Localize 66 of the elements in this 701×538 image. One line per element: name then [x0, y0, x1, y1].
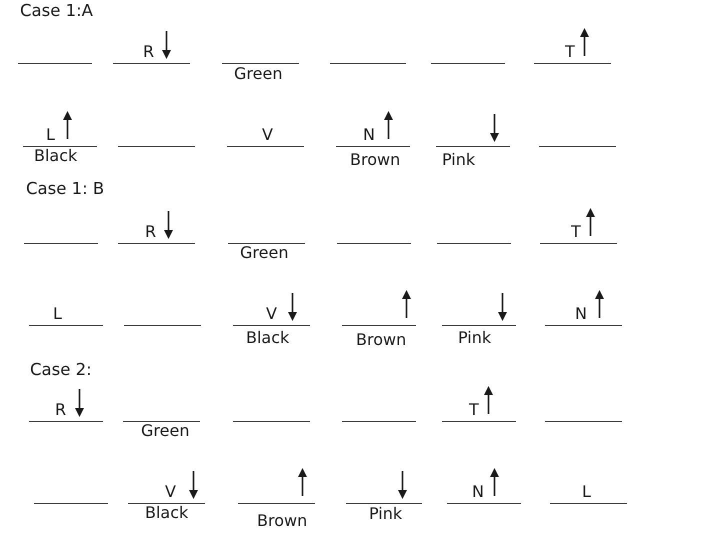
seat-line — [330, 63, 406, 64]
seat-line — [346, 471, 422, 504]
letter-label: N — [472, 483, 484, 501]
seat-line — [534, 28, 611, 64]
seat-line — [34, 503, 108, 504]
letter-label: L — [53, 305, 62, 323]
seat-line — [18, 63, 92, 64]
letter-label: R — [143, 43, 154, 61]
seat-line — [227, 126, 304, 147]
letter-label: T — [565, 43, 575, 61]
letter-label: R — [145, 223, 156, 241]
seat-line — [222, 63, 299, 64]
case-heading: Case 1:A — [20, 1, 93, 20]
seat-line — [238, 468, 315, 504]
color-label: Pink — [369, 505, 402, 523]
seat-line — [118, 146, 195, 147]
seat-line — [29, 305, 103, 326]
case-heading: Case 1: B — [26, 179, 104, 198]
seat-line — [550, 483, 627, 504]
letter-label: V — [165, 483, 176, 501]
letter-label: R — [55, 401, 66, 419]
seat-line — [437, 243, 511, 244]
seat-line — [336, 111, 410, 147]
color-label: Black — [246, 329, 290, 347]
color-label: Green — [234, 65, 282, 83]
seat-line — [447, 468, 521, 504]
seat-line — [128, 471, 205, 504]
seat-line — [113, 31, 190, 64]
letter-label: L — [46, 126, 55, 144]
seat-line — [124, 325, 201, 326]
seat-line — [23, 111, 97, 147]
seat-line — [545, 421, 622, 422]
seat-line — [337, 243, 411, 244]
letter-label: N — [575, 305, 587, 323]
color-label: Black — [145, 504, 188, 522]
seat-line — [118, 211, 195, 244]
color-label: Brown — [350, 151, 400, 169]
seat-line — [431, 63, 505, 64]
seat-line — [540, 208, 617, 244]
seat-line — [228, 243, 305, 244]
letter-label: T — [469, 401, 479, 419]
letter-label: L — [582, 483, 591, 501]
letter-label: T — [571, 223, 581, 241]
color-label: Green — [141, 422, 190, 440]
letter-label: N — [363, 126, 375, 144]
seat-line — [24, 243, 98, 244]
seat-line — [539, 146, 616, 147]
seat-line — [442, 386, 516, 422]
seat-line — [342, 421, 416, 422]
seat-line — [233, 293, 310, 326]
color-label: Brown — [257, 512, 308, 530]
letter-label: V — [262, 126, 273, 144]
letter-label: V — [266, 305, 277, 323]
seat-line — [436, 114, 510, 147]
case-heading: Case 2: — [30, 360, 92, 379]
seat-line — [545, 290, 622, 326]
color-label: Black — [34, 147, 78, 165]
seat-line — [342, 290, 416, 326]
color-label: Pink — [458, 329, 492, 347]
color-label: Brown — [356, 331, 406, 349]
seat-line — [29, 389, 103, 422]
seat-line — [233, 421, 310, 422]
seat-line — [442, 293, 516, 326]
color-label: Pink — [442, 151, 476, 169]
seat-line — [123, 421, 200, 422]
color-label: Green — [240, 244, 288, 262]
